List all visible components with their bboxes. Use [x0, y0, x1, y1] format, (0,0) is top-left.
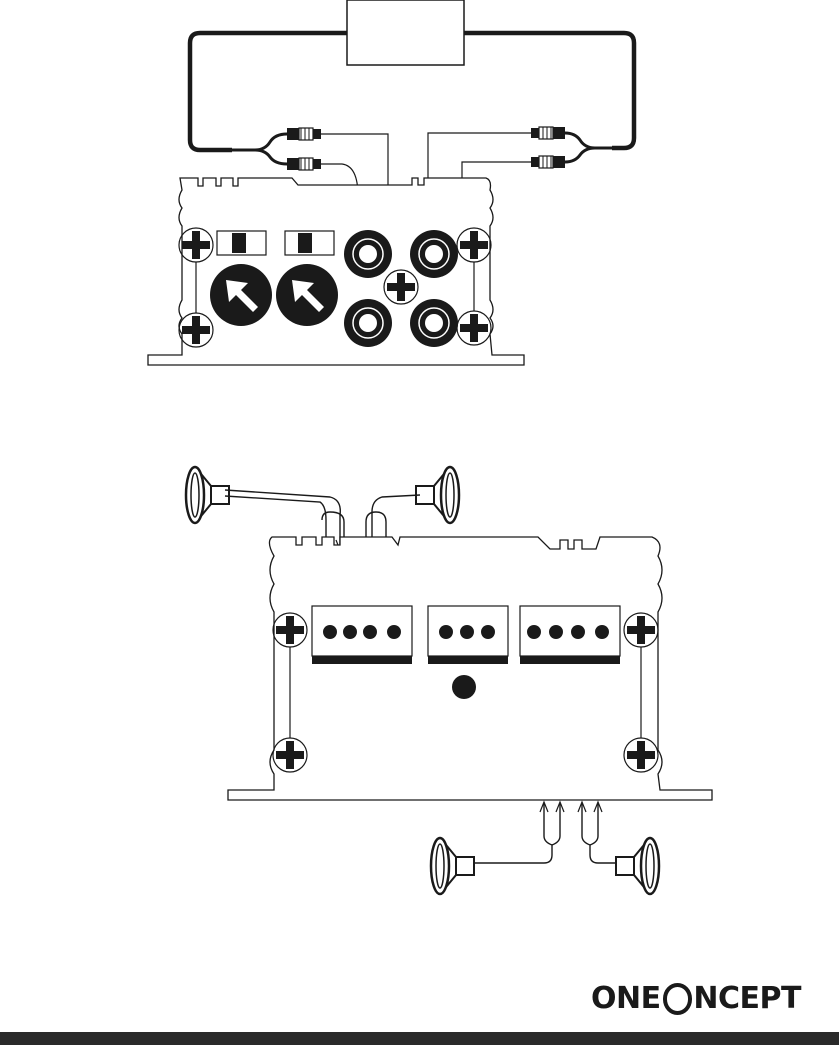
oneconcept-logo: ONE NCEPT	[591, 968, 801, 1028]
mode-switch-icon	[285, 231, 334, 255]
mount-screw-icon	[624, 738, 658, 772]
speaker-icon	[416, 467, 459, 523]
mode-switch-icon	[217, 231, 266, 255]
rca-input-jack-icon	[344, 299, 392, 347]
rca-input-jack-icon	[410, 299, 458, 347]
footer-bar	[0, 1032, 839, 1045]
head-unit-box	[347, 0, 464, 65]
speaker-icon	[431, 838, 474, 894]
mount-screw-icon	[384, 270, 418, 304]
rca-plug-icon	[531, 156, 565, 168]
rca-plug-icon	[531, 127, 565, 139]
mount-screw-icon	[273, 738, 307, 772]
rca-input-jack-icon	[344, 230, 392, 278]
logo-text-part2: NCEPT	[693, 981, 801, 1016]
mount-screw-icon	[457, 228, 491, 262]
gain-knob-icon	[276, 264, 338, 326]
mount-screw-icon	[457, 311, 491, 345]
mount-screw-icon	[179, 313, 213, 347]
speaker-icon	[616, 838, 659, 894]
mount-screw-icon	[273, 613, 307, 647]
speaker-terminal-block-icon	[312, 606, 412, 664]
rca-signal-cable	[190, 33, 347, 150]
mount-screw-icon	[179, 228, 213, 262]
concentric-c-ring-icon	[663, 983, 693, 1015]
mount-screw-icon	[624, 613, 658, 647]
rca-plug-icon	[287, 158, 321, 170]
logo-text-part1: ONE	[591, 981, 661, 1016]
power-terminal-block-icon	[428, 606, 508, 664]
gain-knob-icon	[210, 264, 272, 326]
rca-plug-icon	[287, 128, 321, 140]
speaker-icon	[186, 467, 229, 523]
amplifier-top-body	[148, 178, 524, 365]
power-led-icon	[452, 675, 476, 699]
speaker-terminal-block-icon	[520, 606, 620, 664]
rca-input-jack-icon	[410, 230, 458, 278]
